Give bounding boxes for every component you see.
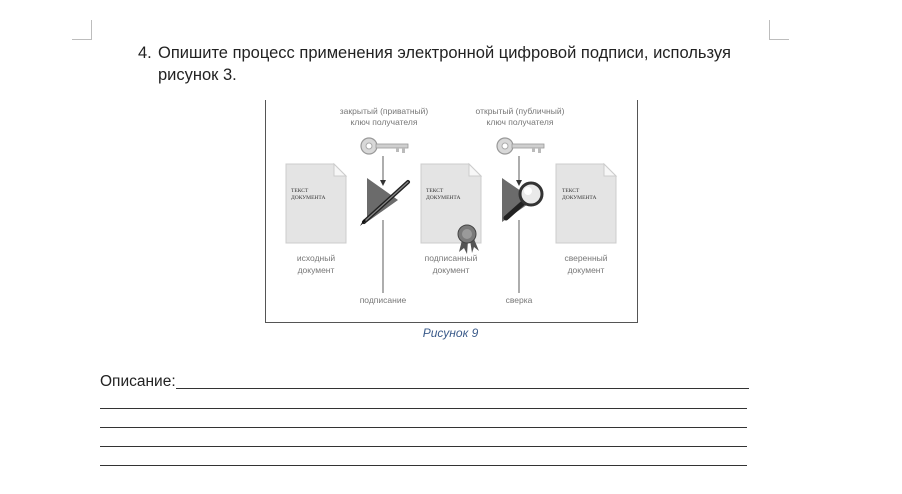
verified-doc-text-2: ДОКУМЕНТА: [562, 195, 596, 201]
question-text: Опишите процесс применения электронной ц…: [158, 44, 731, 84]
signed-doc-label-2: документ: [433, 265, 470, 275]
source-doc-label-2: документ: [298, 265, 335, 275]
question-number: 4.: [138, 44, 152, 62]
source-doc-text-1: ТЕКСТ: [291, 188, 309, 194]
source-doc-label-1: исходный: [297, 253, 335, 263]
signed-doc-label-1: подписанный: [425, 253, 478, 263]
answer-line-4[interactable]: [100, 446, 747, 447]
private-key-icon: [360, 137, 409, 155]
figure-caption: Рисунок 9: [422, 326, 479, 340]
crop-mark-right-v: [769, 20, 770, 40]
private-key-label-1: закрытый (приватный): [340, 106, 429, 116]
crop-mark-left-v: [91, 20, 92, 40]
signed-doc-text-1: ТЕКСТ: [426, 188, 444, 194]
figure-digital-signature: закрытый (приватный) ключ получателя отк…: [265, 100, 638, 323]
signed-document-icon: [420, 162, 483, 244]
magnifier-icon: [502, 178, 544, 222]
public-key-icon: [496, 137, 545, 155]
verified-document-icon: [555, 162, 618, 244]
answer-line-5[interactable]: [100, 465, 747, 466]
verified-doc-label-2: документ: [568, 265, 605, 275]
public-key-label-1: открытый (публичный): [476, 106, 565, 116]
verification-label: сверка: [506, 295, 533, 305]
source-doc-text-2: ДОКУМЕНТА: [291, 195, 325, 201]
seal-icon: [457, 224, 479, 254]
source-document-icon: [285, 162, 348, 244]
answer-line-3[interactable]: [100, 427, 747, 428]
pen-icon: [360, 178, 410, 226]
public-key-label-2: ключ получателя: [487, 117, 554, 127]
answer-line-1[interactable]: [176, 388, 749, 389]
crop-mark-right-h: [769, 39, 789, 40]
arrow-public-key-head: [516, 180, 522, 186]
description-label: Описание:: [100, 373, 176, 390]
verified-doc-label-1: сверенный: [564, 253, 607, 263]
private-key-label-2: ключ получателя: [351, 117, 418, 127]
arrow-private-key-head: [380, 180, 386, 186]
signing-label: подписание: [360, 295, 407, 305]
answer-line-2[interactable]: [100, 408, 747, 409]
crop-mark-left-h: [72, 39, 92, 40]
figure-diagram: закрытый (приватный) ключ получателя отк…: [285, 106, 618, 305]
signed-doc-text-2: ДОКУМЕНТА: [426, 195, 460, 201]
verified-doc-text-1: ТЕКСТ: [562, 188, 580, 194]
